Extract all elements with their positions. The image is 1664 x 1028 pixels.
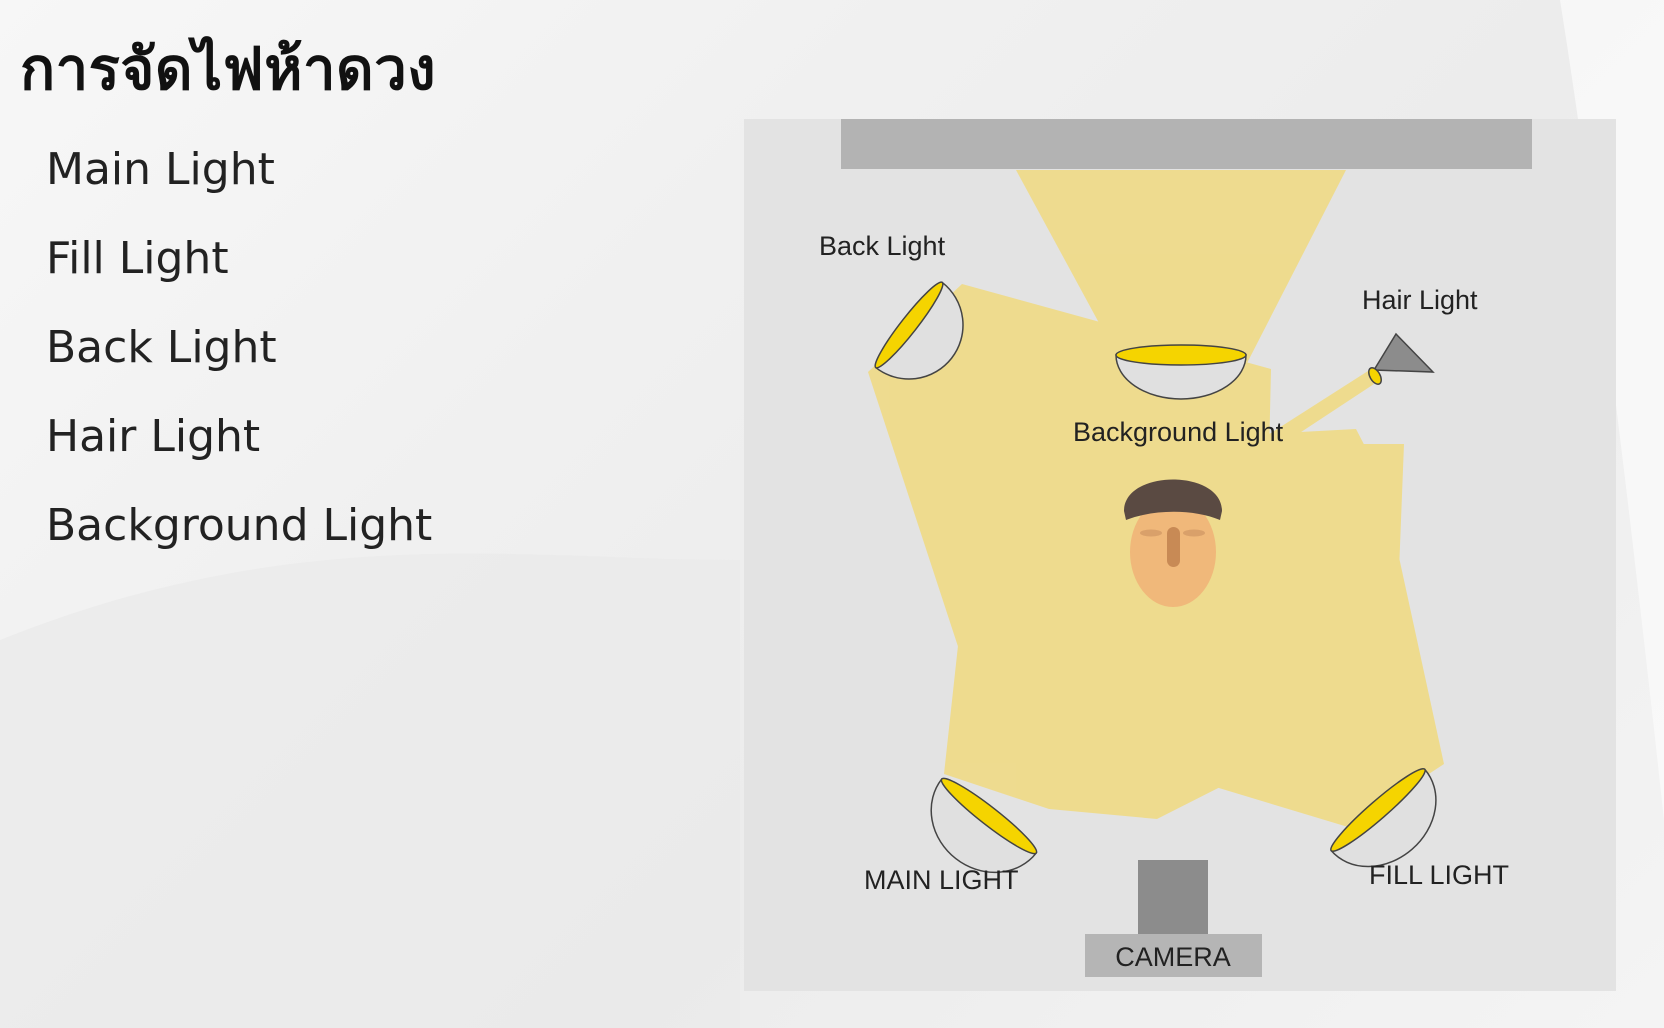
list-item-main-light: Main Light	[46, 144, 275, 195]
fill-light-label: FILL LIGHT	[1369, 860, 1509, 890]
subject-eye-right	[1183, 529, 1205, 537]
hair-light-fixture	[1368, 332, 1435, 385]
background-light-label: Background Light	[1073, 417, 1284, 447]
list-item-fill-light: Fill Light	[46, 233, 229, 284]
subject-hair	[1124, 479, 1222, 520]
main-light-label: MAIN LIGHT	[864, 865, 1019, 895]
subject-nose	[1167, 527, 1180, 567]
slide-title: การจัดไฟห้าดวง	[20, 35, 437, 103]
background-light-beam	[1016, 170, 1346, 369]
subject-eye-left	[1140, 529, 1162, 537]
back-light-fixture	[874, 281, 964, 380]
camera-label: CAMERA	[1115, 942, 1231, 972]
hair-light-label: Hair Light	[1362, 285, 1478, 315]
camera-icon	[1085, 860, 1262, 977]
camera-base	[1085, 934, 1262, 977]
back-light-label: Back Light	[819, 231, 946, 261]
list-item-hair-light: Hair Light	[46, 411, 261, 462]
list-item-back-light: Back Light	[46, 322, 277, 373]
lighting-list: Main Light Fill Light Back Light Hair Li…	[46, 138, 432, 583]
lighting-diagram-svg: Back Light Hair Light Background Light M…	[744, 119, 1616, 991]
main-light-fixture	[930, 777, 1038, 874]
fill-light-fixture	[1330, 768, 1437, 868]
subject-head	[1124, 479, 1222, 607]
background-light-fixture	[1115, 344, 1247, 400]
five-point-lighting-diagram: Back Light Hair Light Background Light M…	[744, 119, 1616, 991]
camera-body	[1138, 860, 1208, 935]
list-item-background-light: Background Light	[46, 500, 433, 551]
backdrop	[841, 119, 1532, 169]
